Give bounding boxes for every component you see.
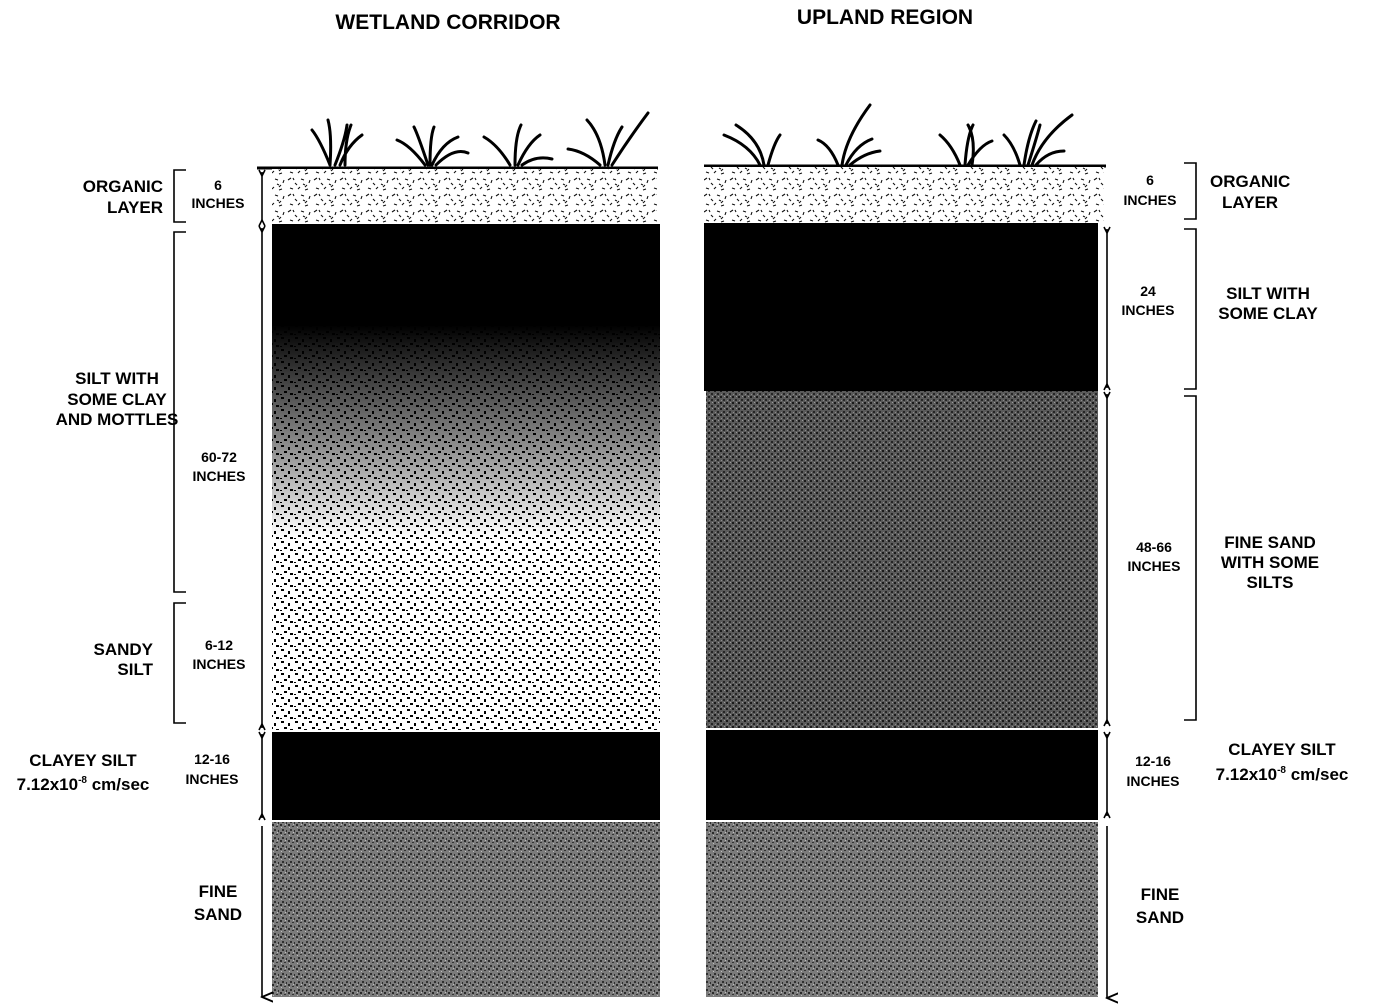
wetland-silt-thickness-2: INCHES xyxy=(193,468,246,484)
upland-silt-name-2: SOME CLAY xyxy=(1218,304,1318,323)
wetland-labels: ORGANIC LAYER 6 INCHES SILT WITH SOME CL… xyxy=(17,177,246,924)
wetland-organic-name-2: LAYER xyxy=(107,198,163,217)
title-upland-region: UPLAND REGION xyxy=(797,6,973,29)
svg-text:ORGANIC: ORGANIC xyxy=(83,177,163,196)
upland-clayey-silt-thickness-1: 12-16 xyxy=(1135,753,1171,769)
wetland-clayey-silt-thickness-2: INCHES xyxy=(186,771,239,787)
wetland-fine-sand-name-1: FINE xyxy=(199,882,238,901)
wetland-silt-thickness-1: 60-72 xyxy=(201,449,237,465)
wetland-organic-name-1: ORGANIC xyxy=(83,177,163,196)
wetland-sandy-silt-thickness-1: 6-12 xyxy=(205,637,233,653)
upland-fine-sand-thickness-1: 48-66 xyxy=(1136,539,1172,555)
wetland-clayey-silt-layer xyxy=(272,732,660,820)
upland-organic-layer xyxy=(704,167,1104,223)
upland-silt-thickness-1: 24 xyxy=(1140,283,1156,299)
wetland-organic-thickness-1: 6 xyxy=(214,177,222,193)
upland-fine-sand-layer xyxy=(706,822,1098,997)
svg-text:LAYER: LAYER xyxy=(107,198,163,217)
upland-fine-sand-bottom-name-1: FINE xyxy=(1141,885,1180,904)
wetland-sandy-silt-name-2: SILT xyxy=(117,660,153,679)
wetland-soil-column xyxy=(173,111,660,997)
wetland-organic-layer xyxy=(272,169,657,224)
wetland-sandy-silt-name-1: SANDY xyxy=(93,640,153,659)
wetland-fine-sand-layer xyxy=(272,822,660,997)
upland-organic-thickness-2: INCHES xyxy=(1124,192,1177,208)
upland-silt-name-1: SILT WITH xyxy=(1226,284,1310,303)
wetland-clayey-silt-thickness-1: 12-16 xyxy=(194,751,230,767)
upland-clayey-silt-layer xyxy=(706,730,1098,820)
upland-organic-name-1: ORGANIC xyxy=(1210,172,1290,191)
title-wetland-corridor: WETLAND CORRIDOR xyxy=(335,11,560,34)
upland-clayey-silt-name: CLAYEY SILT xyxy=(1228,740,1336,759)
wetland-clayey-silt-name: CLAYEY SILT xyxy=(29,751,137,770)
wetland-fine-sand-name-2: SAND xyxy=(194,905,242,924)
upland-clayey-silt-thickness-2: INCHES xyxy=(1127,773,1180,789)
grass-icon xyxy=(310,111,650,167)
upland-organic-name-2: LAYER xyxy=(1222,193,1278,212)
wetland-organic-thickness-2: INCHES xyxy=(192,195,245,211)
grass-icon xyxy=(722,103,1074,167)
upland-fine-sand-name-1: FINE SAND xyxy=(1224,533,1316,552)
upland-organic-thickness-1: 6 xyxy=(1146,172,1154,188)
wetland-silt-name-3: AND MOTTLES xyxy=(56,410,179,429)
upland-fine-sand-thickness-2: INCHES xyxy=(1128,558,1181,574)
wetland-sandy-silt-thickness-2: INCHES xyxy=(193,656,246,672)
upland-silt-clay-layer xyxy=(704,223,1098,391)
upland-clayey-silt-permeability: 7.12x10-8 cm/sec xyxy=(1216,765,1349,784)
upland-fine-sand-silts-layer xyxy=(706,391,1098,728)
upland-fine-sand-name-3: SILTS xyxy=(1247,573,1294,592)
upland-fine-sand-bottom-name-2: SAND xyxy=(1136,908,1184,927)
wetland-clayey-silt-permeability: 7.12x10-8 cm/sec xyxy=(17,775,150,794)
upland-silt-thickness-2: INCHES xyxy=(1122,302,1175,318)
wetland-silt-name-2: SOME CLAY xyxy=(67,390,167,409)
upland-soil-column xyxy=(704,103,1197,998)
wetland-silt-name-1: SILT WITH xyxy=(75,369,159,388)
upland-fine-sand-name-2: WITH SOME xyxy=(1221,553,1319,572)
upland-labels: 6 INCHES ORGANIC LAYER 24 INCHES SILT WI… xyxy=(1122,172,1349,927)
